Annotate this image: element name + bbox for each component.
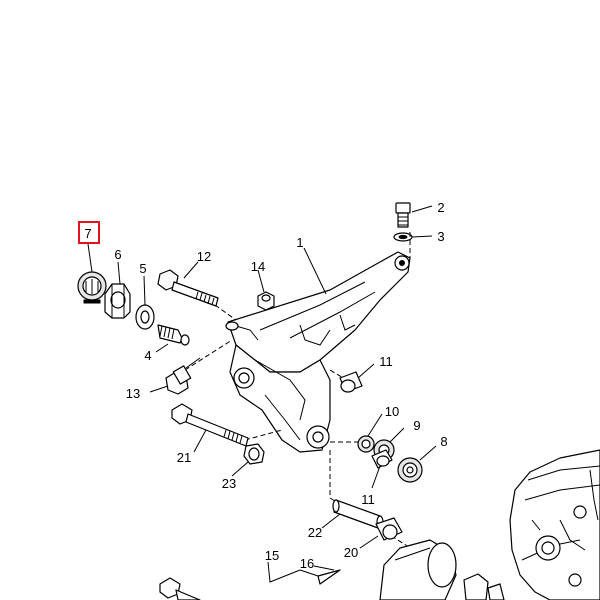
bolt-12 (157, 269, 219, 307)
alignment-line (244, 429, 283, 441)
bushing-11-upper (339, 371, 363, 393)
bearing-8 (397, 457, 423, 483)
bolt-16 (317, 569, 341, 585)
label-10[interactable]: 10 (385, 404, 399, 419)
nut-14 (257, 291, 275, 311)
collar-23 (243, 443, 265, 465)
bracket-1 (225, 251, 411, 453)
label-5[interactable]: 5 (139, 261, 146, 276)
bushing-11-lower (371, 449, 393, 469)
cap-7 (77, 271, 107, 304)
alignment-line (184, 339, 233, 371)
swingarm-casting (509, 449, 600, 600)
label-6[interactable]: 6 (114, 247, 121, 262)
pin-4 (157, 324, 190, 346)
label-23[interactable]: 23 (222, 476, 236, 491)
label-1[interactable]: 1 (296, 235, 303, 250)
label-13[interactable]: 13 (126, 386, 140, 401)
label-20[interactable]: 20 (344, 545, 358, 560)
label-22[interactable]: 22 (308, 525, 322, 540)
highlight-box (78, 221, 100, 244)
bolt-lower (159, 577, 201, 600)
washer-5 (135, 304, 155, 330)
alignment-line (214, 304, 237, 321)
lower-housing (379, 539, 505, 600)
nut-6 (104, 283, 131, 319)
label-7[interactable]: 7 (84, 226, 91, 241)
bolt-13 (165, 357, 201, 395)
label-9[interactable]: 9 (413, 418, 420, 433)
label-11-upper[interactable]: 11 (379, 354, 393, 369)
label-15[interactable]: 15 (265, 548, 279, 563)
label-16[interactable]: 16 (300, 556, 314, 571)
seal-10 (357, 435, 375, 453)
label-12[interactable]: 12 (197, 249, 211, 264)
label-2[interactable]: 2 (437, 200, 444, 215)
label-8[interactable]: 8 (440, 434, 447, 449)
washer-3 (393, 232, 413, 242)
label-21[interactable]: 21 (177, 450, 191, 465)
leader-lines (87, 205, 437, 583)
label-3[interactable]: 3 (437, 229, 444, 244)
bolt-2 (395, 202, 411, 228)
bolt-21 (171, 403, 249, 447)
label-14[interactable]: 14 (251, 259, 265, 274)
label-4[interactable]: 4 (144, 348, 151, 363)
bushing-20 (375, 517, 403, 541)
label-11-lower[interactable]: 11 (361, 492, 375, 507)
